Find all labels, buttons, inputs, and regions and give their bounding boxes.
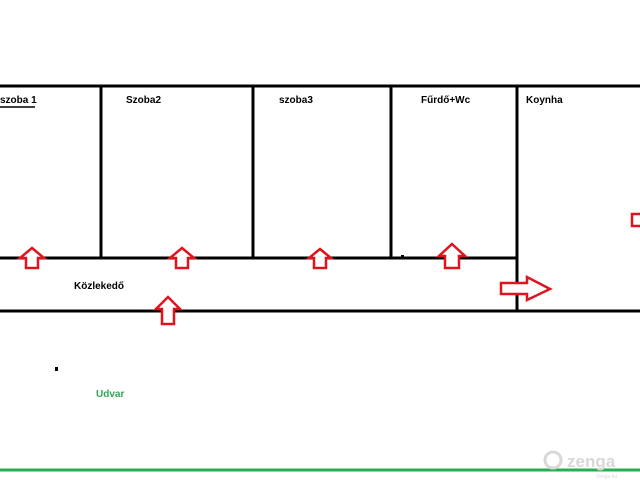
small-dot (401, 255, 404, 258)
label-furdo: Fűrdő+Wc (421, 95, 471, 106)
arrow-icon (435, 242, 469, 270)
arrow-icon (166, 246, 198, 270)
walls (0, 84, 640, 313)
zenga-logo-icon (543, 450, 563, 470)
label-szoba2: Szoba2 (126, 95, 161, 106)
label-szoba3: szoba3 (279, 95, 313, 106)
label-szoba1: szoba 1 (0, 95, 37, 106)
label-kozlekedo: Közlekedő (74, 281, 124, 292)
small-dot (55, 367, 58, 371)
watermark: zenga Zenga.hu (543, 450, 617, 480)
watermark-brand: zenga (567, 452, 616, 471)
arrow-icon (305, 247, 335, 270)
door-arrows (16, 212, 640, 326)
arrow-icon (16, 246, 48, 270)
arrow-icon (152, 295, 184, 326)
watermark-tagline: Zenga.hu (596, 474, 617, 480)
arrow-icon (630, 212, 640, 228)
label-konyha: Koynha (526, 95, 563, 106)
label-udvar: Udvar (96, 389, 124, 400)
arrow-icon (499, 274, 553, 302)
